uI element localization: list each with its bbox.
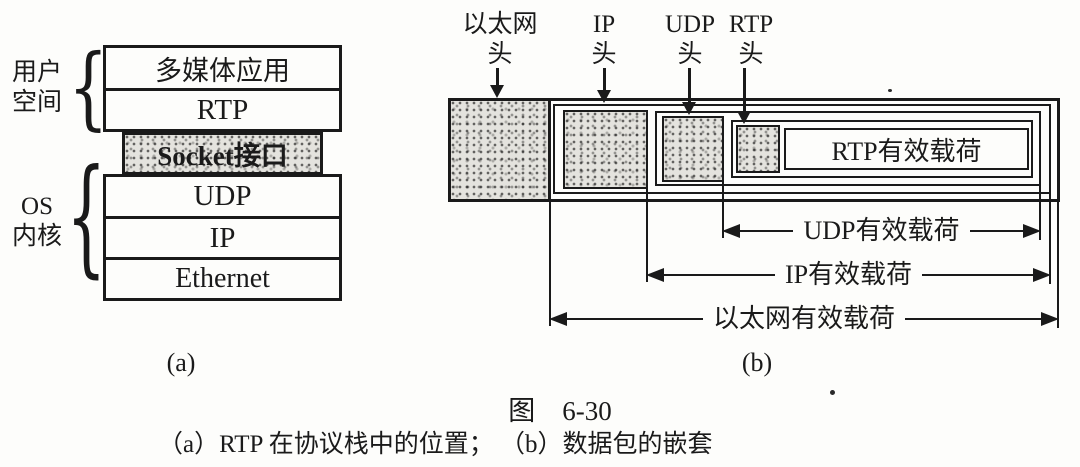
ethernet-header-label: 以太网 头 (450, 10, 550, 70)
ink-speck (888, 89, 892, 92)
ethernet-header-arrow (496, 68, 499, 86)
layer-box-ethernet: Ethernet (175, 263, 270, 294)
figure-number: 图 6-30 (508, 396, 612, 426)
extension-line-udp-left (722, 180, 724, 238)
layer-divider (106, 88, 339, 91)
arrow-right-icon (1041, 312, 1059, 326)
extension-line-ip-left (646, 188, 648, 282)
udp-header-label-name: UDP (664, 11, 715, 38)
arrow-right-icon (1033, 268, 1051, 282)
rtp-header-box (736, 125, 780, 173)
udp-payload-span: UDP有效载荷 (722, 215, 1041, 247)
user-space-label-line2: 空间 (11, 89, 62, 116)
extension-line-udp-right (1039, 184, 1041, 240)
user-space-label-line1: 用户 (11, 59, 62, 86)
user-space-brace: { (68, 35, 109, 141)
ip-header-arrow (603, 68, 606, 92)
user-space-layer-group: 多媒体应用 RTP (103, 45, 342, 132)
udp-header-label-suffix: 头 (677, 41, 703, 68)
socket-interface-box: Socket接口 (122, 132, 323, 175)
ink-speck (830, 390, 835, 395)
extension-line-ethernet-left (549, 200, 551, 326)
os-kernel-label-line2: 内核 (11, 223, 62, 250)
ip-packet-rect (553, 104, 1051, 194)
os-kernel-label-line1: OS (21, 193, 53, 220)
ethernet-payload-span-label: 以太网有效载荷 (549, 303, 1059, 335)
rtp-packet-rect (731, 120, 1033, 178)
layer-box-multimedia-app: 多媒体应用 (155, 55, 290, 86)
rtp-header-label-name: RTP (728, 11, 774, 38)
udp-packet-rect (655, 111, 1041, 186)
os-kernel-brace: { (66, 141, 107, 291)
layer-divider (106, 257, 339, 260)
figure-caption: （a）RTP 在协议栈中的位置； （b）数据包的嵌套 (158, 431, 713, 458)
ip-header-label-name: IP (592, 11, 616, 38)
ip-payload-span-label: IP有效载荷 (646, 259, 1051, 291)
user-space-label: 用户 空间 (8, 58, 66, 118)
layer-box-udp: UDP (193, 180, 252, 212)
extension-line-ip-right (1049, 192, 1051, 284)
arrow-right-icon (1023, 224, 1041, 238)
extension-line-ethernet-right (1057, 200, 1059, 328)
layer-box-ip: IP (209, 221, 236, 254)
sublabel-a: (a) (166, 348, 196, 377)
ip-header-label-suffix: 头 (591, 41, 617, 68)
udp-header-arrow (688, 68, 691, 104)
os-kernel-layer-group: UDP IP Ethernet (103, 174, 342, 301)
udp-payload-span-label: UDP有效载荷 (722, 215, 1041, 247)
rtp-header-label-suffix: 头 (738, 41, 764, 68)
ip-header-box (563, 110, 648, 189)
ethernet-header-label-name: 以太网 (462, 11, 538, 38)
ip-payload-span: IP有效载荷 (646, 259, 1051, 291)
ethernet-header-label-suffix: 头 (487, 41, 513, 68)
udp-header-label: UDP 头 (654, 10, 726, 70)
os-kernel-label: OS 内核 (6, 192, 68, 252)
ethernet-payload-span: 以太网有效载荷 (549, 303, 1059, 335)
ethernet-header-arrowhead (490, 85, 504, 98)
rtp-payload-box: RTP有效载荷 (784, 128, 1029, 170)
udp-header-box (662, 116, 724, 182)
ethernet-header-box (448, 98, 551, 202)
rtp-header-label: RTP 头 (714, 10, 788, 70)
ip-header-label: IP 头 (574, 10, 634, 70)
layer-box-rtp: RTP (196, 93, 249, 126)
layer-divider (106, 216, 339, 219)
sublabel-b: (b) (741, 348, 773, 377)
rtp-header-arrow (743, 68, 746, 113)
